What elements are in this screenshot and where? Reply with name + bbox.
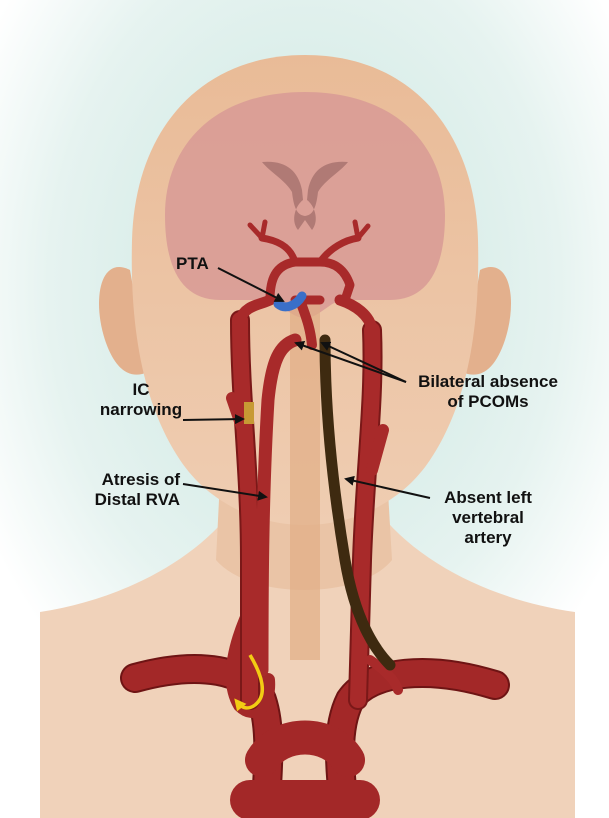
label-absent-vertebral: Absent left vertebral artery	[428, 488, 548, 548]
label-atresis: Atresis of Distal RVA	[68, 470, 180, 510]
ic-narrowing-segment	[244, 402, 254, 424]
label-ic-narrowing: IC narrowing	[96, 380, 186, 420]
leader-ic-narrowing	[183, 419, 243, 420]
label-pta: PTA	[176, 254, 209, 274]
spinal-column	[290, 300, 320, 660]
brain	[165, 92, 445, 318]
label-bilateral-absence: Bilateral absence of PCOMs	[408, 372, 568, 412]
